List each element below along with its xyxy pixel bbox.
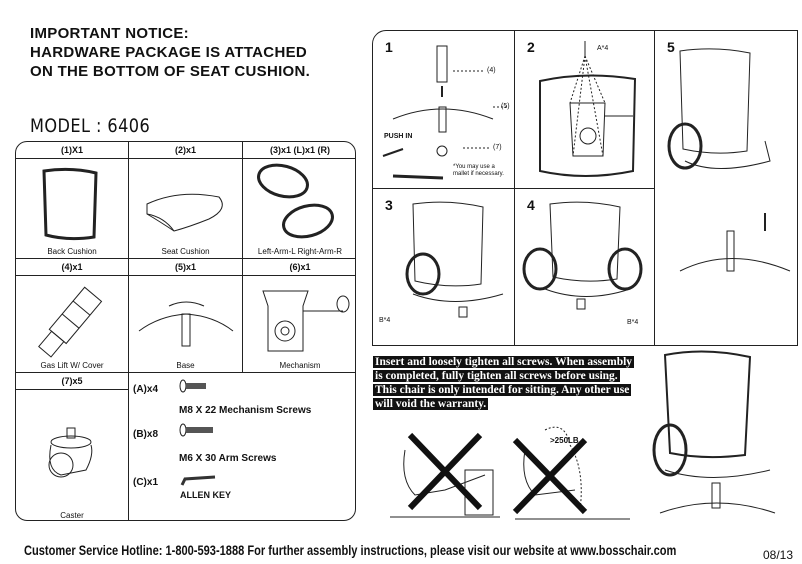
mechanism-drawing (262, 290, 350, 352)
step-2-drawing (539, 41, 637, 177)
hardware-qty: (A)x4 (133, 384, 159, 395)
back-cushion-drawing (42, 167, 98, 241)
notice-line: ON THE BOTTOM OF SEAT CUSHION. (30, 63, 311, 80)
hardware-name: ALLEN KEY (180, 490, 232, 500)
hardware-qty: (C)x1 (133, 477, 159, 488)
part-name: Caster (60, 511, 84, 520)
label: A*4 (597, 45, 609, 52)
part-name: Mechanism (279, 361, 321, 370)
step-number: 5 (667, 39, 675, 55)
step-1: 1 (4) (5) (7) PUSH IN *You may use a mal… (373, 31, 515, 189)
warning-text: Insert and loosely tighten all screws. W… (373, 356, 635, 410)
hardware-name: M6 X 30 Arm Screws (179, 453, 277, 464)
step-number: 4 (527, 197, 535, 213)
step-5-drawing (667, 48, 791, 272)
warning-notice: Insert and loosely tighten all screws. W… (373, 355, 641, 411)
part-name: Seat Cushion (161, 247, 210, 256)
footer-contact: Customer Service Hotline: 1-800-593-1888… (24, 543, 677, 558)
gas-lift-drawing (38, 286, 103, 358)
part-gas-lift: Gas Lift W/ Cover (16, 276, 129, 373)
part-caster: Caster (16, 390, 129, 520)
part-base: Base (129, 276, 243, 373)
step-4-drawing (522, 201, 643, 310)
step-number: 1 (385, 39, 393, 55)
step-number: 3 (385, 197, 393, 213)
mechanism-screw-icon (179, 379, 206, 393)
step-5: 5 (655, 31, 797, 345)
part-name: Gas Lift W/ Cover (40, 361, 104, 370)
assembly-steps: 1 (4) (5) (7) PUSH IN *You may use a mal… (372, 30, 798, 346)
label: B*4 (627, 319, 639, 326)
part-qty: (7)x5 (16, 373, 129, 390)
part-qty: (1)X1 (16, 142, 129, 159)
part-qty: (6)x1 (243, 259, 355, 276)
part-qty: (3)x1 (L)x1 (R) (243, 142, 355, 159)
label: (4) (487, 67, 496, 74)
label: (7) (493, 144, 502, 151)
armrests-drawing (257, 163, 334, 239)
part-arms: Left-Arm-L Right-Arm-R (243, 159, 355, 259)
hardware-qty: (B)x8 (133, 429, 159, 440)
misuse-illustrations (390, 426, 630, 520)
notice-line: HARDWARE PACKAGE IS ATTACHED (30, 44, 308, 61)
assembled-chair-illustration (652, 350, 776, 514)
step-3-drawing (405, 201, 504, 318)
step-2: 2 A*4 (515, 31, 655, 189)
label: PUSH IN (384, 133, 413, 140)
step-3: 3 B*4 (373, 189, 515, 345)
notice-line: IMPORTANT NOTICE: (30, 25, 189, 42)
hardware-name: M8 X 22 Mechanism Screws (179, 405, 312, 416)
part-qty: (4)x1 (16, 259, 129, 276)
note: mallet if necessary. (453, 171, 504, 177)
note: *You may use a (453, 164, 495, 170)
base-drawing (138, 301, 234, 347)
parts-list: (1)X1 (2)x1 (3)x1 (L)x1 (R) Back Cushion… (15, 141, 356, 521)
model-number: MODEL : 6406 (30, 115, 151, 137)
caster-drawing (48, 427, 93, 478)
step-1-drawing (382, 45, 508, 180)
part-name: Left-Arm-L Right-Arm-R (257, 247, 343, 256)
part-qty: (2)x1 (129, 142, 243, 159)
weight-limit: >250LB (550, 436, 579, 445)
allen-key-icon (180, 475, 216, 486)
step-number: 2 (527, 39, 535, 55)
part-name: Back Cushion (47, 247, 97, 256)
part-back-cushion: Back Cushion (16, 159, 129, 259)
part-name: Base (176, 361, 195, 370)
label: B*4 (379, 317, 391, 324)
arm-screw-icon (179, 423, 213, 437)
important-notice: IMPORTANT NOTICE: HARDWARE PACKAGE IS AT… (30, 24, 310, 81)
revision-date: 08/13 (763, 548, 794, 562)
part-mechanism: Mechanism (243, 276, 355, 373)
part-seat-cushion: Seat Cushion (129, 159, 243, 259)
hardware-list: (A)x4 M8 X 22 Mechanism Screws (B)x8 M6 … (129, 373, 355, 520)
part-qty: (5)x1 (129, 259, 243, 276)
label: (5) (501, 103, 510, 110)
step-4: 4 B*4 (515, 189, 655, 345)
seat-cushion-drawing (146, 193, 223, 232)
